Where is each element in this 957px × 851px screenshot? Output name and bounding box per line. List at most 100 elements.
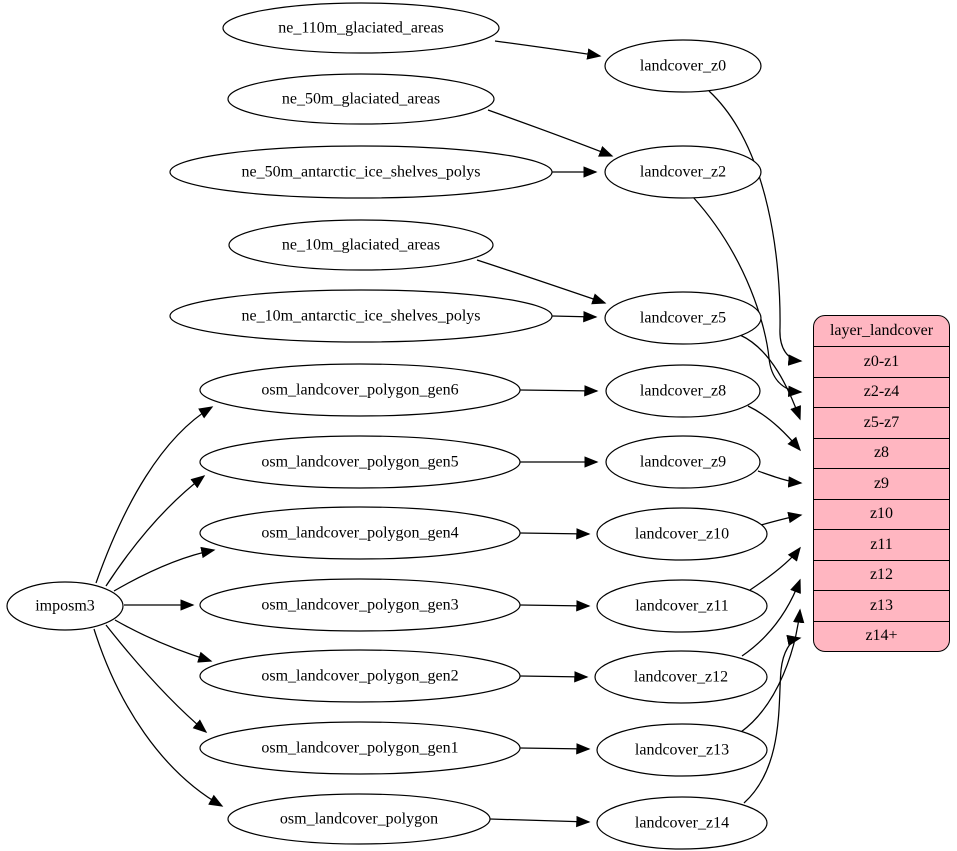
node-imposm3: imposm3 — [6, 581, 124, 631]
node-ellipse-osm_landcover_polygon_gen1 — [199, 721, 521, 775]
node-label-osm_landcover_polygon_gen5: osm_landcover_polygon_gen5 — [261, 454, 458, 471]
edge-ne_10m_antarctic_ice_shelves_polys-to-landcover_z5 — [551, 311, 598, 323]
node-osm_landcover_polygon_gen2: osm_landcover_polygon_gen2 — [199, 649, 521, 703]
node-landcover_z9: landcover_z9 — [605, 435, 761, 489]
node-landcover_z14: landcover_z14 — [596, 796, 768, 850]
edge-landcover_z8-to-layer_landcover-z8 — [747, 405, 801, 452]
edge-imposm3-to-osm_landcover_polygon_gen1 — [105, 624, 208, 733]
node-osm_landcover_polygon_gen4: osm_landcover_polygon_gen4 — [199, 506, 521, 560]
node-label-landcover_z12: landcover_z12 — [634, 669, 728, 686]
node-ellipse-osm_landcover_polygon_gen4 — [199, 506, 521, 560]
table-row-z2-z4: z2-z4 — [814, 378, 949, 408]
table-row-z10: z10 — [814, 500, 949, 530]
node-ellipse-ne_10m_antarctic_ice_shelves_polys — [169, 289, 553, 343]
node-landcover_z10: landcover_z10 — [596, 507, 768, 561]
edge-imposm3-to-osm_landcover_polygon_gen2 — [114, 619, 213, 663]
node-label-landcover_z10: landcover_z10 — [635, 526, 729, 543]
node-ellipse-landcover_z11 — [596, 579, 768, 633]
node-osm_landcover_polygon_gen6: osm_landcover_polygon_gen6 — [199, 363, 521, 417]
node-landcover_z8: landcover_z8 — [605, 364, 761, 418]
node-ellipse-landcover_z10 — [596, 507, 768, 561]
node-ellipse-osm_landcover_polygon_gen2 — [199, 649, 521, 703]
node-osm_landcover_polygon_gen1: osm_landcover_polygon_gen1 — [199, 721, 521, 775]
node-osm_landcover_polygon: osm_landcover_polygon — [227, 793, 491, 845]
edge-imposm3-to-osm_landcover_polygon_gen5 — [105, 475, 206, 587]
node-label-osm_landcover_polygon: osm_landcover_polygon — [280, 811, 438, 828]
edge-osm_landcover_polygon_gen2-to-landcover_z12 — [519, 671, 589, 683]
node-ellipse-ne_50m_glaciated_areas — [227, 73, 495, 125]
node-ellipse-osm_landcover_polygon_gen6 — [199, 363, 521, 417]
edge-landcover_z12-to-layer_landcover-z12 — [741, 578, 801, 657]
node-osm_landcover_polygon_gen5: osm_landcover_polygon_gen5 — [199, 435, 521, 489]
edge-osm_landcover_polygon_gen3-to-landcover_z11 — [519, 600, 591, 612]
table-row-z13: z13 — [814, 591, 949, 622]
edge-ne_50m_glaciated_areas-to-landcover_z2 — [487, 109, 614, 157]
node-label-landcover_z8: landcover_z8 — [640, 383, 726, 400]
table-row-z9: z9 — [814, 469, 949, 500]
node-label-ne_10m_antarctic_ice_shelves_polys: ne_10m_antarctic_ice_shelves_polys — [241, 308, 480, 325]
node-ellipse-imposm3 — [6, 581, 124, 631]
node-label-landcover_z14: landcover_z14 — [635, 815, 729, 832]
edge-landcover_z0-to-layer_landcover-z0-z1 — [708, 90, 803, 366]
node-label-landcover_z2: landcover_z2 — [640, 164, 726, 181]
node-ellipse-ne_10m_glaciated_areas — [228, 219, 494, 271]
node-label-osm_landcover_polygon_gen6: osm_landcover_polygon_gen6 — [261, 382, 458, 399]
node-label-ne_50m_glaciated_areas: ne_50m_glaciated_areas — [282, 91, 440, 108]
node-ellipse-landcover_z9 — [605, 435, 761, 489]
edge-osm_landcover_polygon-to-landcover_z14 — [489, 815, 591, 828]
node-label-landcover_z0: landcover_z0 — [640, 58, 726, 75]
node-ellipse-landcover_z14 — [596, 796, 768, 850]
node-ne_50m_glaciated_areas: ne_50m_glaciated_areas — [227, 73, 495, 125]
node-landcover_z5: landcover_z5 — [604, 291, 762, 345]
table-row-z8: z8 — [814, 439, 949, 469]
node-label-ne_10m_glaciated_areas: ne_10m_glaciated_areas — [282, 237, 440, 254]
table-row-z14+: z14+ — [865, 627, 898, 645]
node-landcover_z12: landcover_z12 — [594, 650, 768, 704]
node-ne_10m_antarctic_ice_shelves_polys: ne_10m_antarctic_ice_shelves_polys — [169, 289, 553, 343]
edge-landcover_z9-to-layer_landcover-z9 — [757, 470, 803, 488]
node-ellipse-osm_landcover_polygon_gen5 — [199, 435, 521, 489]
node-landcover_z0: landcover_z0 — [604, 39, 762, 93]
edge-imposm3-to-osm_landcover_polygon — [93, 628, 224, 807]
edge-ne_110m_glaciated_areas-to-landcover_z0 — [494, 40, 602, 60]
node-ne_110m_glaciated_areas: ne_110m_glaciated_areas — [222, 2, 500, 54]
node-ellipse-osm_landcover_polygon — [227, 793, 491, 845]
node-ellipse-landcover_z5 — [604, 291, 762, 345]
node-label-osm_landcover_polygon_gen3: osm_landcover_polygon_gen3 — [261, 597, 458, 614]
node-label-osm_landcover_polygon_gen2: osm_landcover_polygon_gen2 — [261, 668, 458, 685]
edge-ne_10m_glaciated_areas-to-landcover_z5 — [476, 259, 607, 305]
edge-osm_landcover_polygon_gen4-to-landcover_z10 — [519, 528, 591, 540]
node-ellipse-ne_110m_glaciated_areas — [222, 2, 500, 54]
edge-landcover_z2-to-layer_landcover-z2-z4 — [692, 196, 803, 397]
node-osm_landcover_polygon_gen3: osm_landcover_polygon_gen3 — [199, 578, 521, 632]
edge-imposm3-to-osm_landcover_polygon_gen6 — [95, 406, 214, 584]
node-ne_50m_antarctic_ice_shelves_polys: ne_50m_antarctic_ice_shelves_polys — [169, 145, 553, 199]
node-label-landcover_z11: landcover_z11 — [635, 598, 729, 615]
node-label-osm_landcover_polygon_gen4: osm_landcover_polygon_gen4 — [261, 525, 458, 542]
node-ellipse-osm_landcover_polygon_gen3 — [199, 578, 521, 632]
table-row-z12: z12 — [814, 561, 949, 591]
node-ellipse-landcover_z8 — [605, 364, 761, 418]
edge-osm_landcover_polygon_gen1-to-landcover_z13 — [519, 743, 591, 755]
edge-landcover_z13-to-layer_landcover-z13 — [740, 608, 805, 733]
node-ne_10m_glaciated_areas: ne_10m_glaciated_areas — [228, 219, 494, 271]
node-label-landcover_z9: landcover_z9 — [640, 454, 726, 471]
edge-imposm3-to-osm_landcover_polygon_gen4 — [113, 546, 216, 592]
node-landcover_z13: landcover_z13 — [596, 723, 768, 777]
node-label-landcover_z13: landcover_z13 — [635, 742, 729, 759]
node-label-ne_50m_antarctic_ice_shelves_polys: ne_50m_antarctic_ice_shelves_polys — [241, 164, 480, 181]
edge-osm_landcover_polygon_gen6-to-landcover_z8 — [519, 385, 599, 397]
node-ellipse-landcover_z13 — [596, 723, 768, 777]
node-ellipse-landcover_z12 — [594, 650, 768, 704]
edge-landcover_z14-to-layer_landcover-z14+ — [743, 634, 802, 804]
node-ellipse-ne_50m_antarctic_ice_shelves_polys — [169, 145, 553, 199]
node-label-landcover_z5: landcover_z5 — [640, 310, 726, 327]
edge-landcover_z11-to-layer_landcover-z11 — [749, 546, 801, 591]
node-label-osm_landcover_polygon_gen1: osm_landcover_polygon_gen1 — [261, 740, 458, 757]
table-row-z5-z7: z5-z7 — [814, 408, 949, 439]
edge-landcover_z5-to-layer_landcover-z5-z7 — [739, 334, 801, 421]
table-row-z11: z11 — [814, 530, 949, 561]
